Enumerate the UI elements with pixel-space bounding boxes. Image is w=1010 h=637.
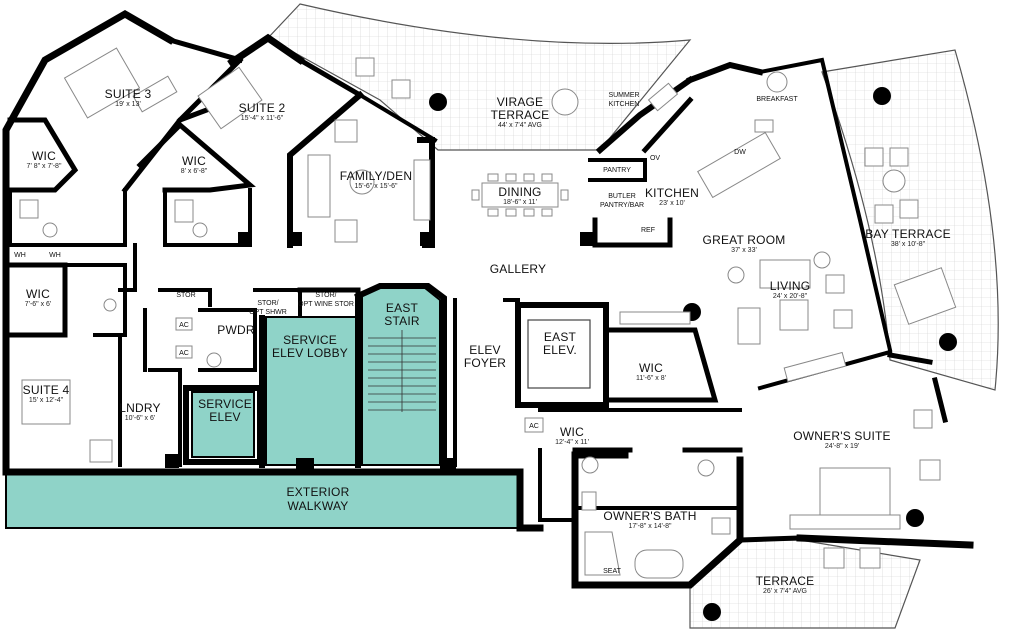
suite3-name: SUITE 3 [105, 87, 152, 101]
stor-wine-line2: OPT WINE STOR [298, 301, 354, 308]
service-lobby-line1: SERVICE [283, 333, 337, 347]
ac1-label: AC [179, 322, 189, 329]
living-name: LIVING [770, 279, 811, 293]
great-room-name: GREAT ROOM [703, 233, 786, 247]
wic-suite4-dim: 7'-6" x 6' [25, 301, 52, 308]
terrace-name: TERRACE [756, 574, 815, 588]
pwdr-label: PWDR [217, 323, 255, 337]
columns [165, 87, 957, 621]
elev-foyer-line2: FOYER [464, 356, 506, 370]
summer-kitchen-line2: KITCHEN [609, 101, 640, 108]
seat-label: SEAT [603, 568, 621, 575]
stair-treads [368, 330, 436, 412]
virage-terrace-line2: TERRACE [491, 108, 550, 122]
bay-terrace-deck [821, 49, 999, 391]
terrace-dim: 26' x 7'4" AVG [763, 588, 807, 595]
butler-line1: BUTLER [608, 193, 636, 200]
wh1-label: WH [14, 252, 26, 259]
service-elev-line2: ELEV [209, 410, 241, 424]
summer-kitchen-line1: SUMMER [608, 92, 639, 99]
east-stair-line1: EAST [386, 301, 419, 315]
wic-suite3-name: WIC [32, 149, 56, 163]
wic-owner-dim: 11'-6" x 8' [636, 375, 666, 382]
ov-label: OV [650, 155, 660, 162]
bay-terrace-name: BAY TERRACE [865, 227, 951, 241]
family-den-name: FAMILY/DEN [340, 169, 412, 183]
lndry-name: LNDRY [119, 401, 160, 415]
owners-bath-name: OWNER'S BATH [603, 509, 696, 523]
wic-suite2-name: WIC [182, 154, 206, 168]
suite2-name: SUITE 2 [239, 101, 286, 115]
east-stair-line2: STAIR [384, 314, 420, 328]
service-elev-lobby [265, 316, 359, 466]
dw-label: DW [734, 149, 746, 156]
virage-terrace-deck [267, 3, 692, 151]
dining-name: DINING [498, 185, 541, 199]
interior-walls [7, 56, 743, 522]
kitchen-name: KITCHEN [645, 186, 699, 200]
exterior-line1: EXTERIOR [287, 485, 350, 499]
butler-line2: PANTRY/BAR [600, 202, 644, 209]
elev-foyer-line1: ELEV [469, 343, 501, 357]
stor1-label: STOR [176, 292, 195, 299]
service-lobby-line2: ELEV LOBBY [272, 346, 348, 360]
owners-suite-dim: 24'-8" x 19' [825, 443, 859, 450]
bay-terrace-dim: 38' x 10'-8" [891, 241, 926, 248]
wic-suite3-dim: 7' 8" x 7'-8" [27, 163, 62, 170]
pantry-label: PANTRY [603, 167, 631, 174]
virage-terrace-dim: 44' x 7'4" AVG [498, 122, 542, 129]
breakfast-label: BREAKFAST [756, 96, 798, 103]
wic-bath-name: WIC [560, 425, 584, 439]
east-elev-line1: EAST [544, 330, 577, 344]
east-elev-line2: ELEV. [543, 343, 577, 357]
exterior-line2: WALKWAY [288, 499, 349, 513]
stor-shwr-line2: OPT SHWR [249, 309, 287, 316]
ac2-label: AC [179, 350, 189, 357]
wic-suite4-name: WIC [26, 287, 50, 301]
wic-owner-name: WIC [639, 361, 663, 375]
ref-label: REF [641, 227, 655, 234]
ac3-label: AC [529, 423, 539, 430]
stor-shwr-line1: STOR/ [257, 300, 278, 307]
dining-dim: 18'-6" x 11' [503, 199, 537, 206]
wh2-label: WH [49, 252, 61, 259]
suite3-dim: 19' x 13' [115, 101, 141, 108]
service-elev [191, 391, 255, 458]
kitchen-dim: 23' x 10' [659, 200, 685, 207]
great-room-dim: 37' x 33' [731, 247, 757, 254]
suite4-name: SUITE 4 [23, 383, 70, 397]
family-den-dim: 15'-6" x 15'-6" [354, 183, 398, 190]
room-labels: SUITE 3 19' x 13' SUITE 2 15'-4" x 11'-6… [14, 87, 951, 595]
suite2-dim: 15'-4" x 11'-6" [241, 115, 284, 122]
living-dim: 24' x 20'-8" [773, 293, 808, 300]
wic-suite2-dim: 8' x 6'-8" [181, 168, 208, 175]
owners-bath-dim: 17'-8" x 14'-8" [628, 523, 672, 530]
service-elev-line1: SERVICE [198, 397, 252, 411]
virage-terrace-line1: VIRAGE [497, 95, 544, 109]
owners-suite-name: OWNER'S SUITE [793, 429, 891, 443]
wic-bath-dim: 12'-4" x 11' [555, 439, 589, 446]
furniture [19, 47, 957, 579]
stor-wine-line1: STOR/ [315, 292, 336, 299]
exterior-walkway [5, 471, 521, 529]
gallery-name: GALLERY [490, 262, 547, 276]
suite4-dim: 15' x 12'-4" [29, 397, 64, 404]
exterior-walls [2, 9, 974, 589]
lndry-dim: 10'-6" x 6' [125, 415, 155, 422]
